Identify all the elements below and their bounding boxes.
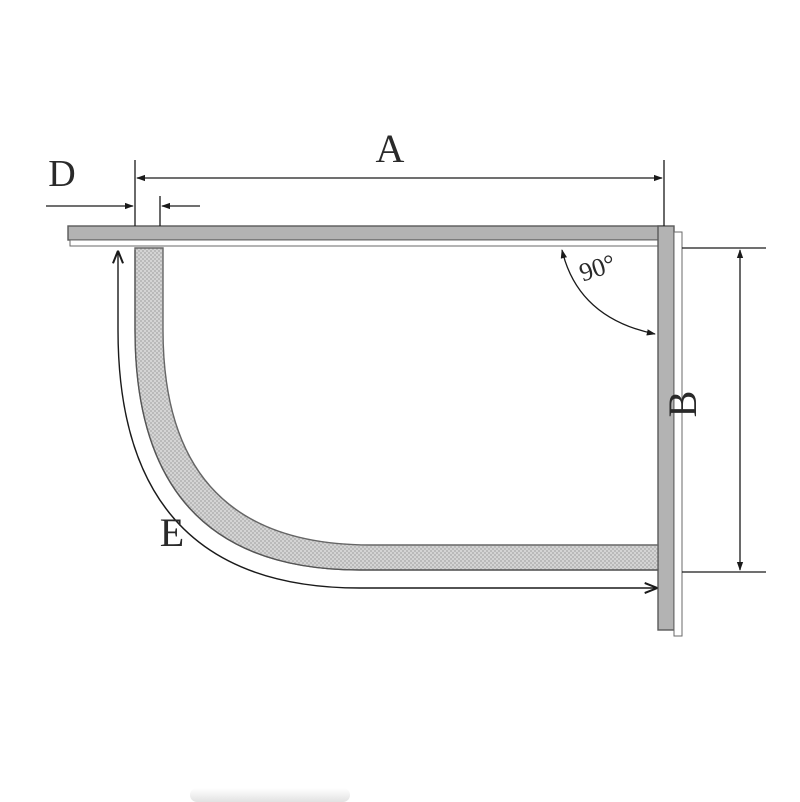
top-wall-profile bbox=[67, 225, 681, 247]
dimension-d: D bbox=[46, 153, 200, 226]
label-angle: 90° bbox=[576, 249, 620, 288]
bottom-shadow-strip bbox=[190, 788, 350, 802]
label-a: A bbox=[376, 126, 405, 171]
dimension-b: B bbox=[660, 247, 766, 573]
label-b: B bbox=[660, 391, 705, 418]
dimension-e: E bbox=[118, 252, 656, 588]
right-wall-profile bbox=[657, 225, 683, 637]
dimension-a: A bbox=[134, 126, 665, 226]
label-e: E bbox=[160, 510, 184, 555]
curved-tray-rim bbox=[134, 247, 659, 571]
angle-marker: 90° bbox=[560, 249, 656, 336]
label-d: D bbox=[48, 153, 75, 195]
